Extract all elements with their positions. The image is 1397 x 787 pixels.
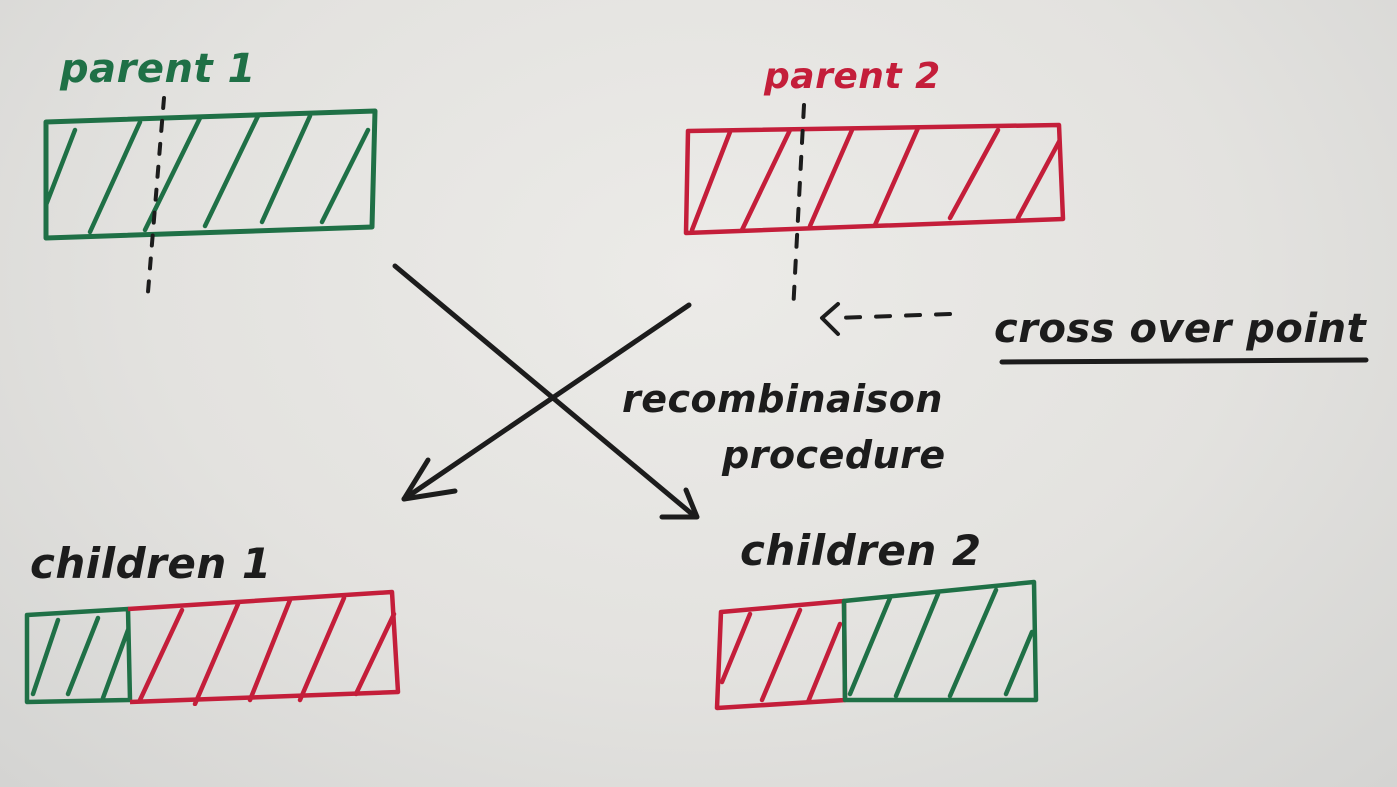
parent1-crossover-dashline xyxy=(146,96,166,294)
children2-label: children 2 xyxy=(740,526,982,575)
arrow-down-right-icon xyxy=(392,263,700,520)
parent1-label: parent 1 xyxy=(59,46,256,92)
children1-green-segment xyxy=(24,606,133,705)
parent1-hatching xyxy=(46,113,371,235)
parent2-crossover-dashline xyxy=(791,103,806,314)
parent2-hatching xyxy=(689,127,1061,233)
crossover-point-underline xyxy=(999,357,1369,365)
parent1-chromosome xyxy=(43,108,378,241)
children1-label: children 1 xyxy=(30,539,272,588)
crossover-point-label: cross over point xyxy=(994,306,1368,352)
parent2-label: parent 2 xyxy=(763,56,941,97)
children2-chromosome xyxy=(714,579,1039,711)
parent2-bar xyxy=(683,122,1066,236)
children2-red-segment xyxy=(714,598,848,711)
parent2-chromosome xyxy=(683,122,1066,236)
children1-red-segment xyxy=(127,589,401,706)
children2-green-segment xyxy=(841,579,1039,703)
recombination-label-line2: procedure xyxy=(721,433,946,477)
recombination-label-line1: recombinaison xyxy=(622,377,943,421)
arrow-left-icon xyxy=(820,302,952,336)
arrow-down-left-icon xyxy=(401,302,692,502)
children1-chromosome xyxy=(24,589,401,706)
